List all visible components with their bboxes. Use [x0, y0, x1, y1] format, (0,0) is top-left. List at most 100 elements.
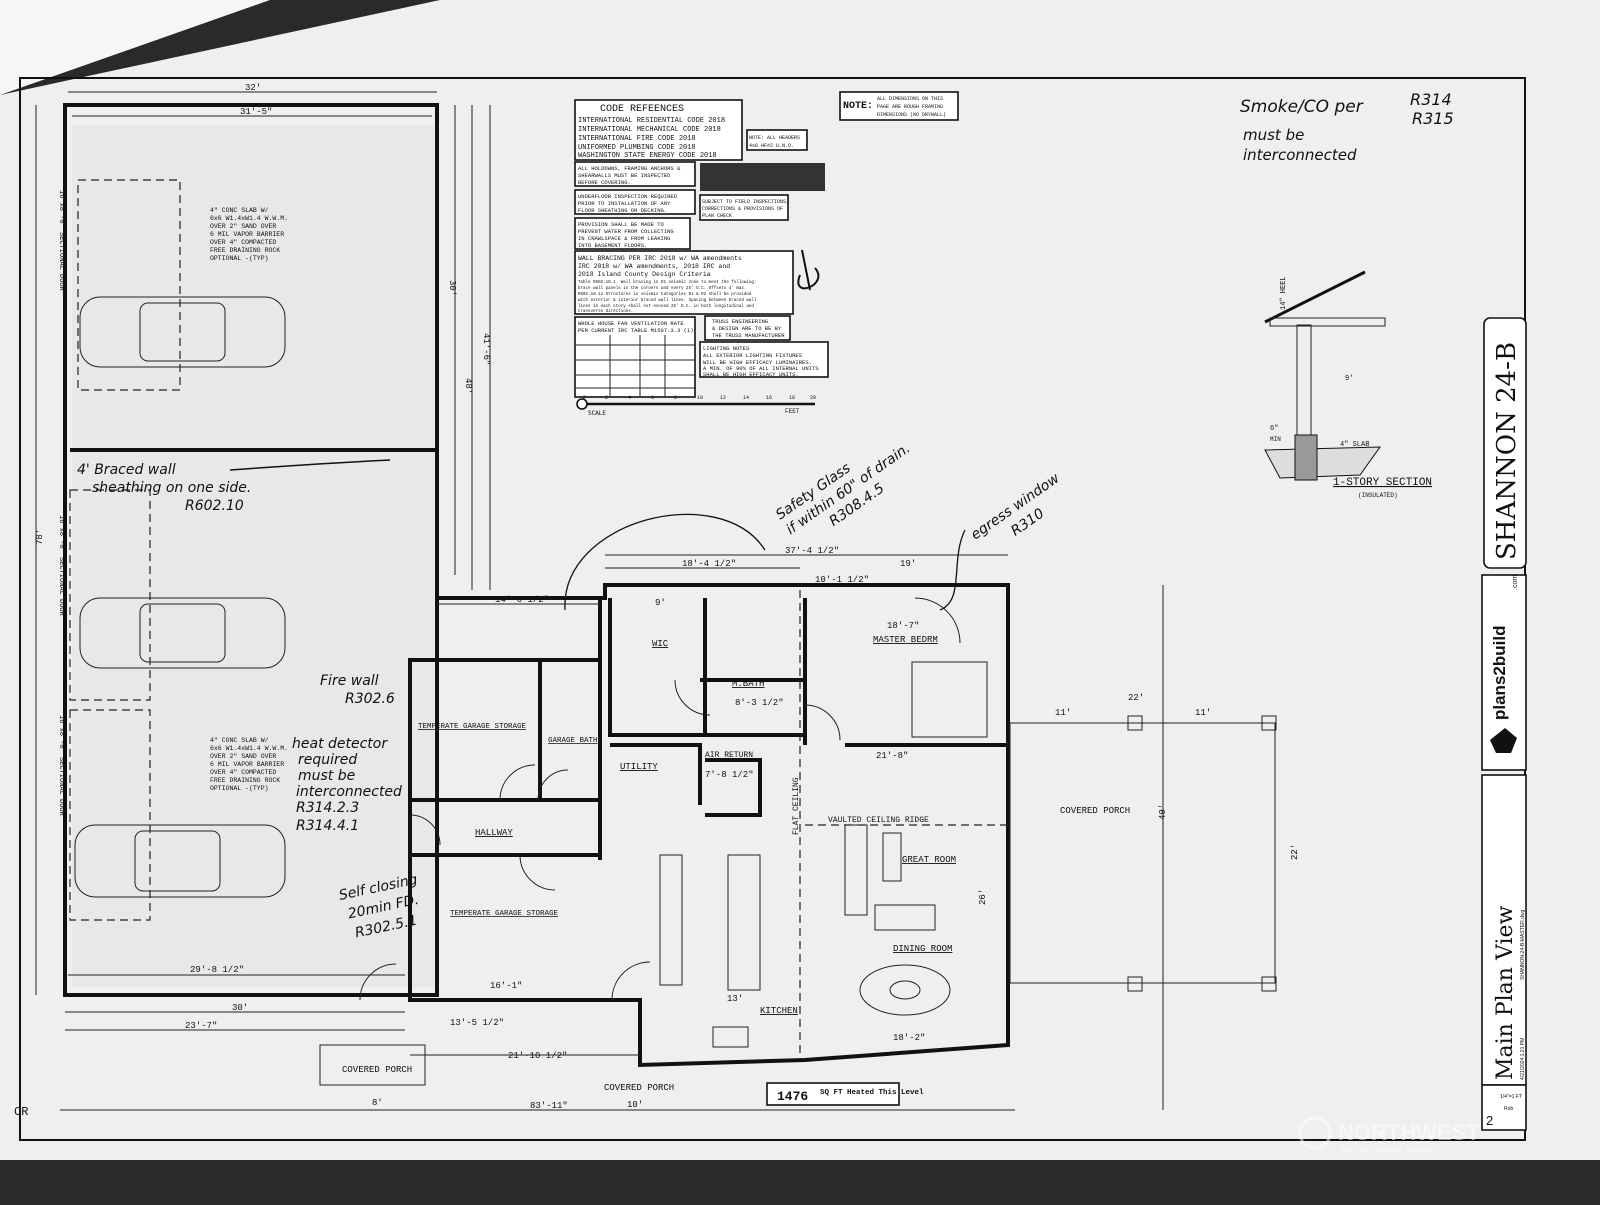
logo-icon — [1490, 728, 1517, 753]
svg-text:9': 9' — [655, 598, 666, 608]
svg-text:LIGHTING NOTES: LIGHTING NOTES — [703, 345, 750, 352]
svg-text:16'x8'-0" SECTIONAL DOOR: 16'x8'-0" SECTIONAL DOOR — [57, 515, 65, 617]
svg-text:PRIOR TO INSTALLATION OF ANY: PRIOR TO INSTALLATION OF ANY — [578, 200, 671, 207]
svg-text:18'-2": 18'-2" — [893, 1033, 925, 1043]
svg-text:SQ FT Heated This Level: SQ FT Heated This Level — [820, 1089, 924, 1097]
view-title: Main Plan View — [1493, 905, 1518, 1080]
svg-text:NOTE:: NOTE: — [843, 101, 873, 112]
svg-text:18'-4 1/2": 18'-4 1/2" — [682, 559, 736, 569]
sink-icon — [712, 1026, 749, 1048]
svg-text:OVER 2" SAND OVER: OVER 2" SAND OVER — [210, 223, 276, 230]
svg-text:brace wall panels in the corne: brace wall panels in the corners and eve… — [578, 286, 746, 291]
svg-text:PAGE ARE ROUGH FRAMING: PAGE ARE ROUGH FRAMING — [877, 104, 943, 110]
svg-text:must be: must be — [298, 768, 355, 784]
house-dimensions: 37'-4 1/2" 18'-4 1/2" 19' 10'-1 1/2" 14'… — [372, 546, 1008, 1110]
svg-text:R602.10.11 Structures in seism: R602.10.11 Structures in seismic Categor… — [578, 292, 752, 297]
svg-text:4x8 HF#2 U.N.O.: 4x8 HF#2 U.N.O. — [749, 143, 794, 149]
svg-text:GARAGE BATH: GARAGE BATH — [548, 737, 598, 745]
svg-text:R314: R314 — [1410, 90, 1452, 109]
svg-text:NORTHWEST: NORTHWEST — [1338, 1120, 1480, 1145]
arrow-annotation — [939, 529, 966, 611]
porch-label: COVERED PORCH — [342, 1065, 412, 1075]
svg-text:Table R602.10.1. Wall bracing: Table R602.10.1. Wall bracing in D1 seis… — [578, 280, 756, 285]
svg-text:8: 8 — [674, 395, 677, 401]
svg-text:26': 26' — [978, 889, 988, 905]
svg-text:FLAT CEILING: FLAT CEILING — [792, 777, 801, 835]
coffee-table-icon — [882, 832, 902, 882]
svg-text:INTO BASEMENT FLOORS.: INTO BASEMENT FLOORS. — [578, 242, 647, 249]
svg-text:SHEARWALLS MUST BE INSPECTED: SHEARWALLS MUST BE INSPECTED — [578, 172, 671, 179]
liability-notice-block — [700, 163, 825, 191]
svg-text:20: 20 — [810, 395, 816, 401]
svg-text:83'-11": 83'-11" — [530, 1101, 568, 1111]
svg-text:11': 11' — [1055, 708, 1071, 718]
svg-text:must be: must be — [1243, 126, 1304, 144]
arrow-annotation — [229, 459, 391, 471]
dining-table-icon — [859, 964, 951, 1016]
garage: 16'x8'-0" SECTIONAL DOOR 16'x8'-0" SECTI… — [57, 103, 439, 997]
svg-text:0: 0 — [583, 395, 586, 401]
ceiling-labels: AIR RETURN VAULTED CEILING RIDGE FLAT CE… — [705, 751, 929, 835]
svg-text:FREE DRAINING ROCK: FREE DRAINING ROCK — [210, 777, 280, 784]
code-references-box — [574, 99, 743, 161]
svg-text:10'-1 1/2": 10'-1 1/2" — [815, 575, 869, 585]
svg-text:HALLWAY: HALLWAY — [475, 828, 513, 838]
svg-text:WIC: WIC — [652, 639, 669, 649]
svg-text:21'-10 1/2": 21'-10 1/2" — [508, 1051, 567, 1061]
svg-text:TRUSS ENGINEERING: TRUSS ENGINEERING — [712, 318, 768, 325]
svg-text:16'x8'-0" SECTIONAL DOOR: 16'x8'-0" SECTIONAL DOOR — [57, 190, 65, 292]
svg-text:R314.2.3: R314.2.3 — [296, 800, 359, 816]
svg-text:interconnected: interconnected — [296, 784, 402, 800]
svg-text:lines in each story shall not: lines in each story shall not exceed 25'… — [578, 304, 754, 309]
table-surface — [0, 1160, 1600, 1200]
svg-text:2018 Island County Design Crit: 2018 Island County Design Criteria — [578, 271, 711, 278]
svg-text:SCALE: SCALE — [588, 410, 606, 417]
svg-text:18'-7": 18'-7" — [887, 621, 919, 631]
door-swing — [359, 597, 961, 1001]
svg-text:TEMPERATE GARAGE STORAGE: TEMPERATE GARAGE STORAGE — [450, 910, 559, 918]
svg-text:22': 22' — [1290, 844, 1300, 860]
svg-text:ALL DIMENSIONS ON THIS: ALL DIMENSIONS ON THIS — [877, 96, 943, 102]
svg-text:Smoke/CO per: Smoke/CO per — [1240, 97, 1364, 117]
svg-text:10: 10 — [697, 395, 703, 401]
heated-area-label: 1476 SQ FT Heated This Level — [766, 1082, 924, 1106]
svg-text:OVER 4" COMPACTED: OVER 4" COMPACTED — [210, 769, 276, 776]
svg-text:MASTER BEDRM: MASTER BEDRM — [873, 635, 938, 645]
svg-text:21'-8": 21'-8" — [876, 751, 908, 761]
svg-text:PREVENT WATER FROM COLLECTING: PREVENT WATER FROM COLLECTING — [578, 228, 674, 235]
bed-icon — [911, 661, 988, 738]
svg-text:78': 78' — [35, 529, 45, 545]
svg-text:INTERNATIONAL MECHANICAL CODE: INTERNATIONAL MECHANICAL CODE 2018 — [578, 126, 721, 134]
svg-text:heat detector: heat detector — [292, 736, 388, 752]
svg-text:NOTE: ALL HEADERS: NOTE: ALL HEADERS — [749, 135, 800, 141]
svg-text:2: 2 — [605, 395, 608, 401]
svg-text:THE TRUSS MANUFACTURER: THE TRUSS MANUFACTURER — [712, 332, 785, 339]
svg-text:TEMPERATE GARAGE STORAGE: TEMPERATE GARAGE STORAGE — [418, 723, 527, 731]
svg-text:A MIN. OF 90% OF ALL INTERNAL: A MIN. OF 90% OF ALL INTERNAL UNITS — [703, 365, 819, 372]
svg-text:WALL BRACING PER IRC 2018 w/ W: WALL BRACING PER IRC 2018 w/ WA amendmen… — [578, 255, 742, 262]
svg-text:Fire wall: Fire wall — [320, 673, 379, 689]
svg-text:19': 19' — [900, 559, 916, 569]
svg-text:23'-7": 23'-7" — [185, 1021, 217, 1031]
svg-text:30': 30' — [232, 1003, 248, 1013]
corner-mark: CR — [14, 1105, 28, 1119]
svg-text:1476: 1476 — [777, 1089, 808, 1104]
svg-text:4" CONC SLAB W/: 4" CONC SLAB W/ — [210, 207, 269, 214]
svg-text:4" CONC SLAB W/: 4" CONC SLAB W/ — [210, 737, 269, 744]
svg-text:4' Braced wall: 4' Braced wall — [77, 462, 176, 478]
title-block: SHANNON 24-B plans2build .com Main Plan … — [1481, 317, 1527, 1131]
svg-text:R314.4.1: R314.4.1 — [296, 818, 359, 834]
svg-text:INTERNATIONAL FIRE CODE 2018: INTERNATIONAL FIRE CODE 2018 — [578, 135, 696, 143]
svg-text:DIMENSIONS (NO DRYWALL): DIMENSIONS (NO DRYWALL) — [877, 112, 946, 118]
svg-text:8': 8' — [372, 1098, 383, 1108]
svg-text:SUBJECT TO FIELD INSPECTIONS,: SUBJECT TO FIELD INSPECTIONS, — [702, 199, 789, 205]
svg-text:WILL BE HIGH EFFICACY LUMINAIR: WILL BE HIGH EFFICACY LUMINAIRES. — [703, 359, 812, 366]
svg-text:2: 2 — [1486, 1113, 1493, 1128]
svg-text:PER CURRENT IRC TABLE M1507.3.: PER CURRENT IRC TABLE M1507.3.3 (1) — [578, 327, 694, 334]
svg-text:10': 10' — [627, 1100, 643, 1110]
svg-text:PLAN CHECK: PLAN CHECK — [702, 213, 732, 219]
svg-text:13'-5 1/2": 13'-5 1/2" — [450, 1018, 504, 1028]
garage-dimensions: 32' 31'-5" 30' 48' 41'-6" 78' 29'-8 1/2"… — [35, 83, 1015, 1111]
car-icon — [74, 824, 286, 898]
svg-text:14" HEEL: 14" HEEL — [1280, 276, 1288, 310]
